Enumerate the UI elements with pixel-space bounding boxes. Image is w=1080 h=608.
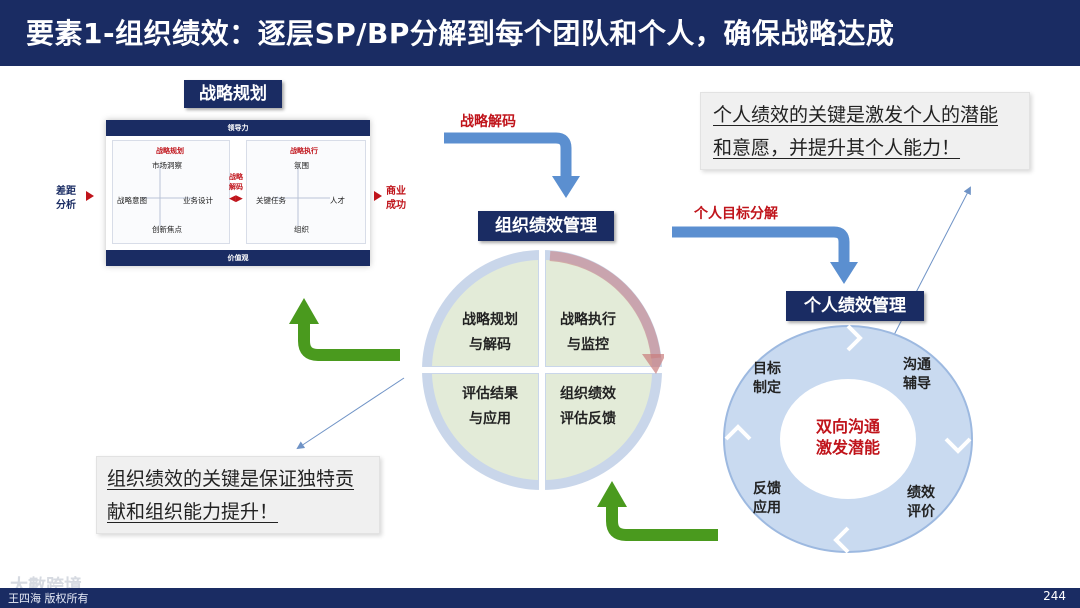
business-success-label: 商业成功: [386, 186, 406, 211]
copyright-text: 王四海 版权所有: [8, 592, 89, 605]
strategy-exec-panel: [246, 140, 366, 244]
plan-item: 创新焦点: [152, 225, 182, 234]
exec-panel-title: 战略执行: [290, 147, 318, 155]
personal-goal-arrow-icon: [672, 226, 850, 264]
note-pointer-line: [879, 186, 971, 363]
green-return-arrow-icon: [298, 322, 400, 361]
double-arrow-icon: ◀▶: [229, 194, 243, 204]
stage-feedback: 反馈应用: [753, 481, 781, 516]
exec-item: 关键任务: [256, 196, 286, 205]
org-key-note: 组织绩效的关键是保证独特贡 献和组织能力提升！: [96, 456, 380, 534]
exec-item: 氛围: [294, 161, 309, 170]
quadrant-org-feedback: 组织绩效评估反馈: [560, 386, 616, 427]
personal-key-note: 个人绩效的关键是激发个人的潜能 和意愿，并提升其个人能力！: [700, 92, 1030, 170]
quadrant-plan-decode: 战略规划与解码: [462, 312, 518, 353]
plan-item: 业务设计: [183, 196, 213, 205]
plan-item: 市场洞察: [152, 161, 182, 170]
exec-item: 组织: [294, 225, 309, 234]
page-number: 244: [1043, 589, 1066, 603]
page-title: 要素1-组织绩效：逐层SP/BP分解到每个团队和个人，确保战略达成: [26, 17, 895, 50]
personal-goal-arrow-label: 个人目标分解: [694, 206, 778, 222]
quadrant-eval-apply: 评估结果与应用: [462, 386, 518, 427]
values-bar: 价值观: [106, 250, 370, 266]
personal-cycle-ring: [723, 324, 973, 554]
org-mgmt-title: 组织绩效管理: [478, 211, 614, 241]
decode-tag: 战略解码: [229, 173, 243, 191]
stage-goal-setting: 目标制定: [753, 361, 781, 396]
stage-evaluation: 绩效评价: [907, 485, 935, 520]
panel-connectors: [142, 165, 330, 226]
leadership-bar: 领导力: [106, 120, 370, 136]
org-cycle-circle: [420, 248, 664, 492]
plan-item: 战略意图: [117, 196, 147, 205]
strategy-plan-panel: [112, 140, 230, 244]
plan-panel-title: 战略规划: [156, 147, 184, 155]
note-pointer-line: [296, 377, 405, 450]
personal-mgmt-title: 个人绩效管理: [786, 291, 924, 321]
decode-arrow-icon: [444, 132, 572, 178]
quadrant-exec-monitor: 战略执行与监控: [560, 312, 616, 353]
footer-bar: [0, 588, 1080, 608]
decode-arrow-label: 战略解码: [460, 114, 516, 130]
exec-item: 人才: [330, 196, 345, 205]
stage-coaching: 沟通辅导: [903, 357, 931, 392]
success-arrow-icon: [374, 191, 382, 201]
gap-analysis-label: 差距分析: [56, 186, 76, 211]
header-bar: [0, 0, 1080, 66]
personal-center-text: 双向沟通激发潜能: [815, 417, 880, 457]
strategy-title: 战略规划: [184, 80, 282, 108]
green-feedback-arrow-icon: [606, 505, 718, 541]
gap-arrow-icon: [86, 191, 94, 201]
